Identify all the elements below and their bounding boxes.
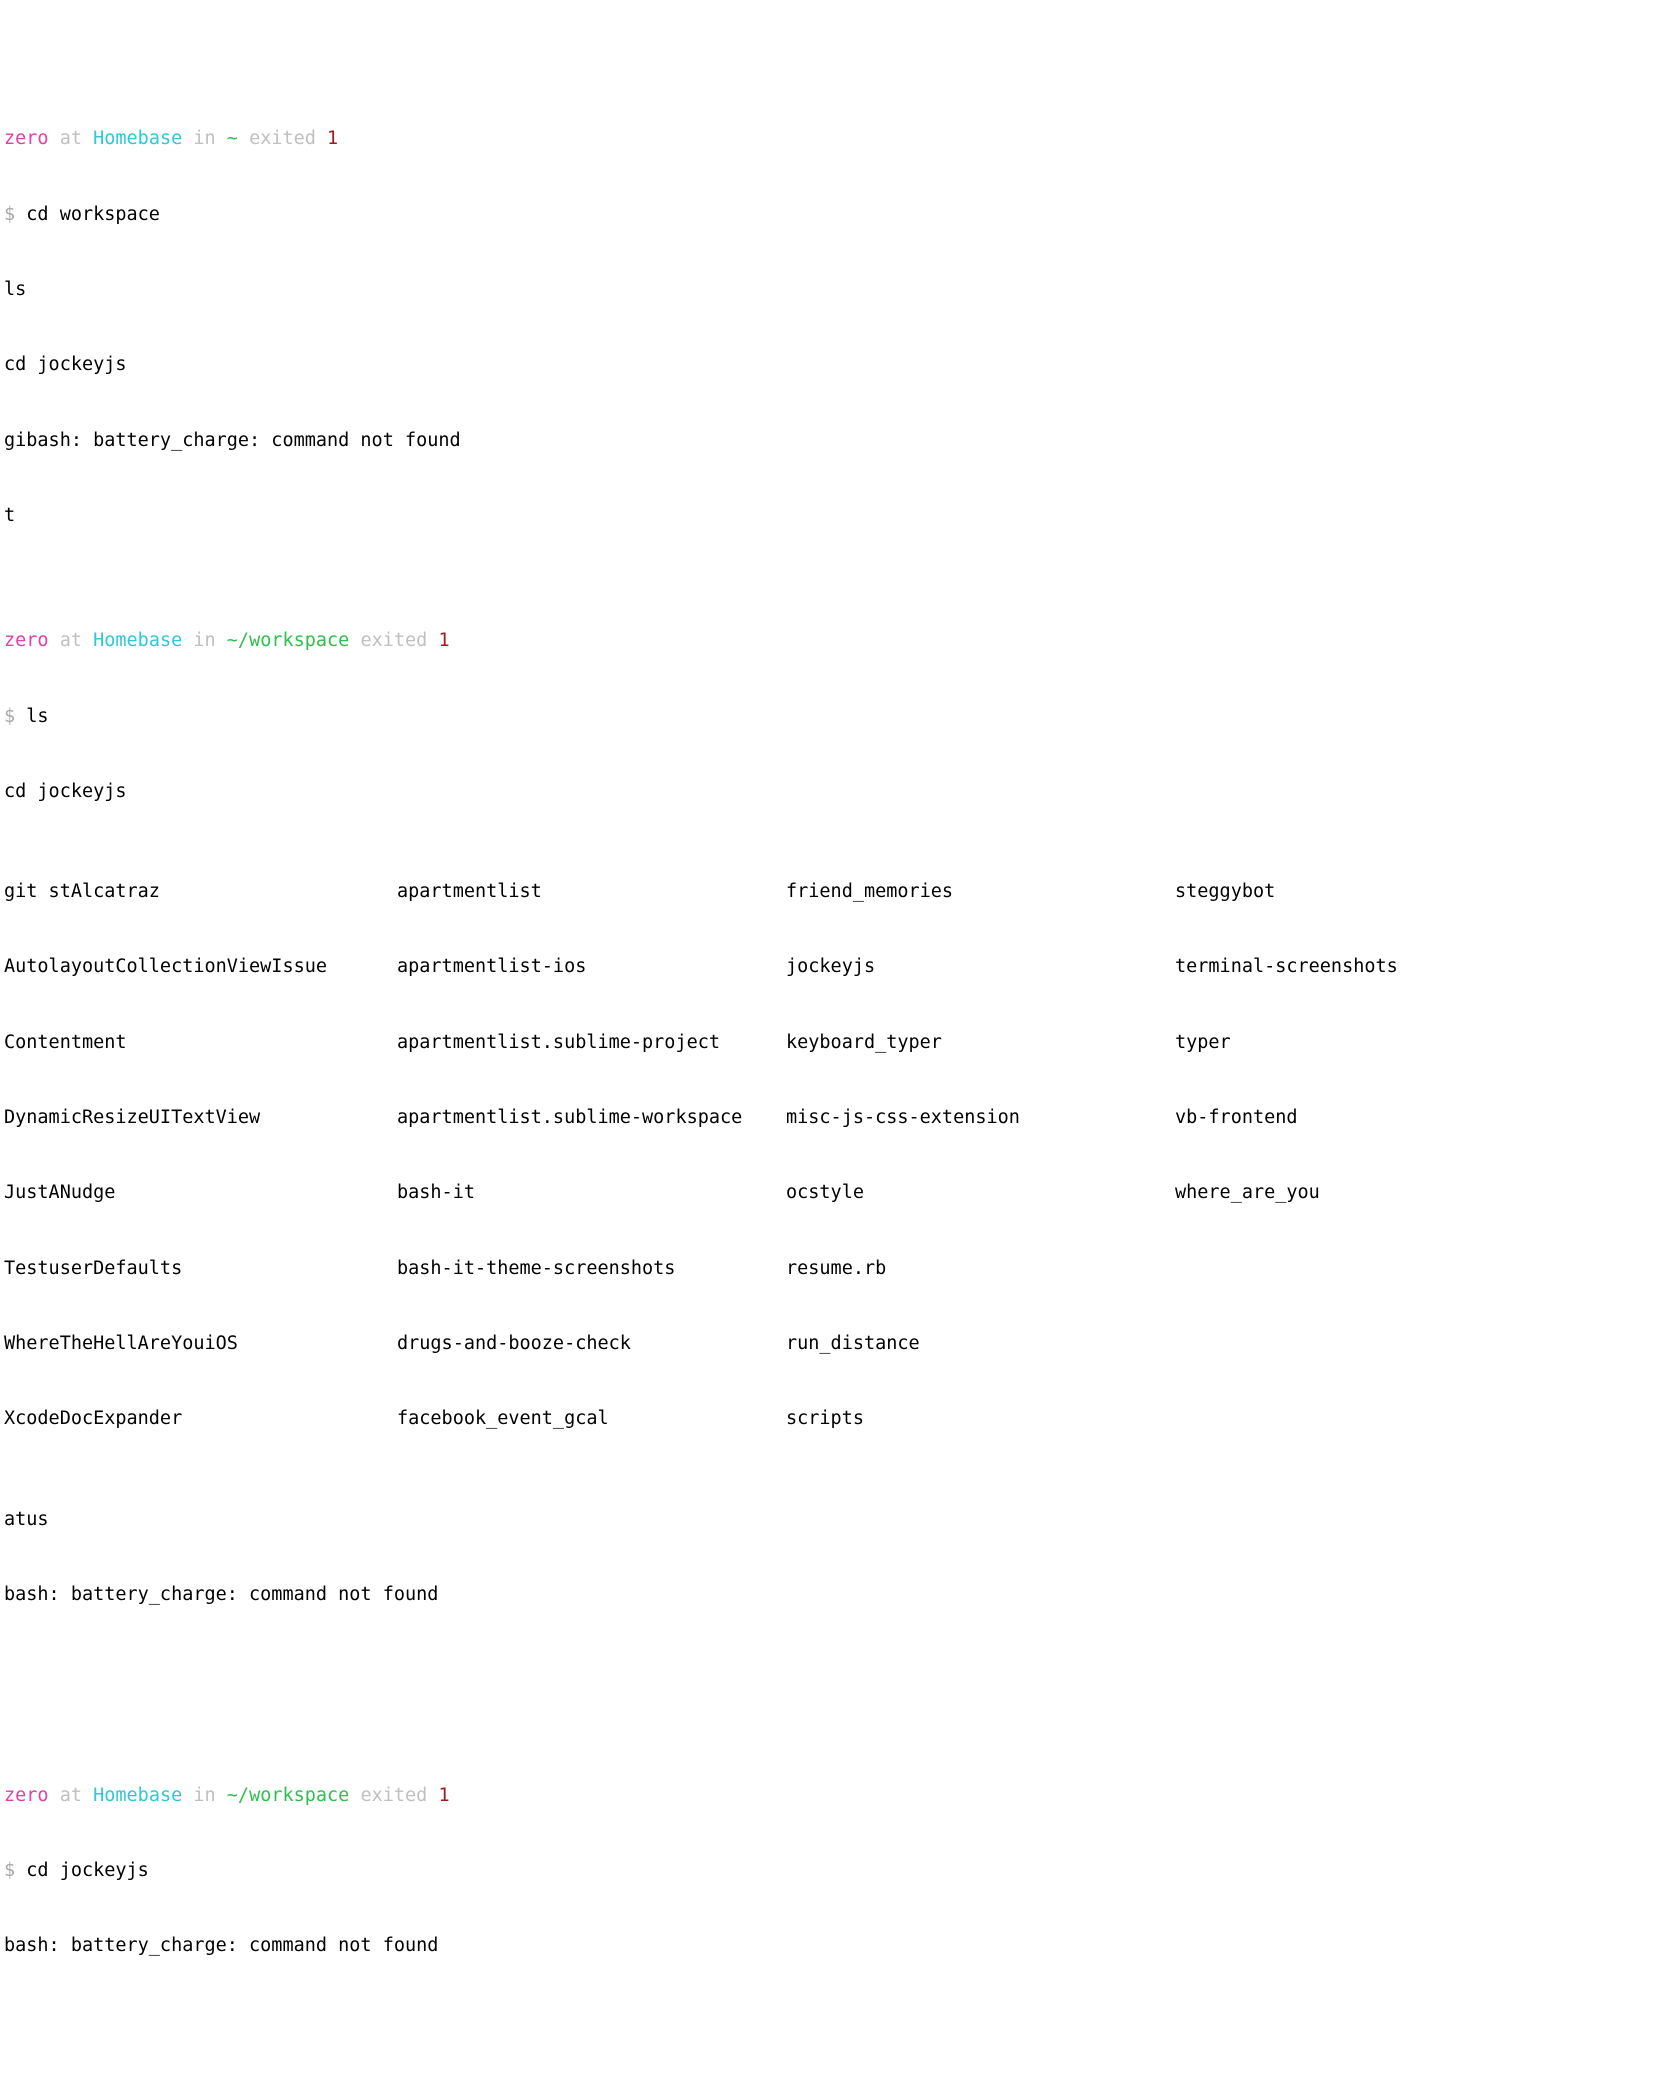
prompt-host: Homebase [93,630,183,652]
prompt-user: zero [4,128,49,150]
ls-entry: DynamicResizeUITextView [4,1107,261,1129]
ls-row: Contentment apartmentlist.sublime-projec… [4,1030,1680,1055]
command-text: ls [26,705,49,727]
ls-entry: jockeyjs [786,956,876,978]
ls-entry: vb-frontend [1175,1107,1298,1129]
command-text: cd jockeyjs [26,1859,149,1881]
ls-entry: apartmentlist.sublime-project [397,1031,721,1053]
ls-entry [1175,1331,1575,1356]
terminal-window[interactable]: zero at Homebase in ~ exited 1 $ cd work… [0,0,1680,1956]
prompt-dollar-icon: $ [4,705,16,727]
ls-entry: run_distance [786,1332,920,1354]
prompt-exited-label: exited [249,128,316,150]
prompt-user: zero [4,630,49,652]
ls-entry: drugs-and-booze-check [397,1332,631,1354]
ls-entry: XcodeDocExpander [4,1408,183,1430]
ls-row: TestuserDefaults bash-it-theme-screensho… [4,1256,1680,1281]
prompt-host: Homebase [93,128,183,150]
output-line: bash: battery_charge: command not found [4,1935,439,1957]
ls-entry: facebook_event_gcal [397,1408,609,1430]
output-line: t [4,504,16,526]
command-line[interactable]: $ cd workspace [4,202,1680,227]
prompt-exited-label: exited [360,630,428,652]
ls-entry [1175,1256,1575,1281]
output-line: cd jockeyjs [4,780,127,802]
ls-entry: TestuserDefaults [4,1257,183,1279]
ls-entry: steggybot [1175,881,1276,903]
ls-entry: AutolayoutCollectionViewIssue [4,956,328,978]
ls-row: WhereTheHellAreYouiOS drugs-and-booze-ch… [4,1331,1680,1356]
output-line: gibash: battery_charge: command not foun… [4,429,461,451]
prompt-path: ~ [226,128,238,150]
ls-row: AutolayoutCollectionViewIssue apartmentl… [4,954,1680,979]
ls-entry: JustANudge [4,1182,116,1204]
ls-entry: apartmentlist-ios [397,956,587,978]
prompt-dollar-icon: $ [4,203,16,225]
ls-entry: scripts [786,1408,864,1430]
command-line[interactable]: $ ls [4,704,1680,729]
prompt-line: zero at Homebase in ~/workspace exited 1 [4,1783,1680,1808]
ls-entry: misc-js-css-extension [786,1107,1020,1129]
output-line: cd jockeyjs [4,354,127,376]
output-line: bash: battery_charge: command not found [4,1583,439,1605]
prompt-line: zero at Homebase in ~/workspace exited 1 [4,628,1680,653]
prompt-exit-code: 1 [327,128,339,150]
blank-line [4,1657,1680,1682]
output-line: atus [4,1508,49,1530]
prompt-exited-label: exited [360,1784,428,1806]
ls-entry: ocstyle [786,1182,864,1204]
ls-entry: Contentment [4,1031,127,1053]
ls-entry: bash-it [397,1182,475,1204]
ls-entry: resume.rb [786,1257,887,1279]
output-line: ls [4,278,27,300]
ls-entry: apartmentlist [397,881,542,903]
ls-entry: keyboard_typer [786,1031,942,1053]
prompt-user: zero [4,1784,49,1806]
ls-entry: friend_memories [786,881,954,903]
prompt-in: in [193,630,216,652]
ls-row: git stAlcatraz apartmentlist friend_memo… [4,879,1680,904]
ls-entry [1175,1406,1575,1431]
prompt-at: at [59,630,82,652]
command-line[interactable]: $ cd jockeyjs [4,1858,1680,1883]
ls-row: XcodeDocExpander facebook_event_gcal scr… [4,1406,1680,1431]
prompt-in: in [193,1784,216,1806]
ls-row: DynamicResizeUITextView apartmentlist.su… [4,1105,1680,1130]
prompt-at: at [59,128,82,150]
prompt-path: ~/workspace [226,1784,350,1806]
command-text: cd workspace [26,203,160,225]
blank-line [4,2008,1680,2033]
ls-entry: WhereTheHellAreYouiOS [4,1332,238,1354]
prompt-host: Homebase [93,1784,183,1806]
ls-entry: where_are_you [1175,1182,1320,1204]
prompt-path: ~/workspace [226,630,350,652]
ls-entry: apartmentlist.sublime-workspace [397,1107,743,1129]
ls-entry: bash-it-theme-screenshots [397,1257,676,1279]
ls-entry: git stAlcatraz [4,881,160,903]
prompt-in: in [193,128,216,150]
prompt-exit-code: 1 [438,630,450,652]
ls-entry: terminal-screenshots [1175,956,1398,978]
ls-row: JustANudge bash-it ocstyle where_are_you [4,1180,1680,1205]
prompt-exit-code: 1 [438,1784,450,1806]
ls-entry: typer [1175,1031,1231,1053]
prompt-at: at [59,1784,82,1806]
prompt-dollar-icon: $ [4,1859,16,1881]
prompt-line: zero at Homebase in ~ exited 1 [4,126,1680,151]
